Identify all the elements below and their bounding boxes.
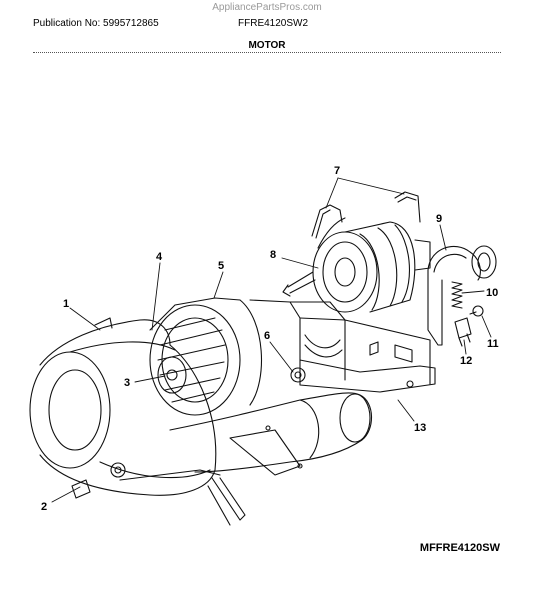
diagram-id: MFFRE4120SW (419, 542, 500, 554)
screw-part (469, 305, 484, 317)
thermostat-part (71, 462, 126, 499)
callout-10: 10 (486, 287, 498, 299)
callout-13: 13 (414, 422, 426, 434)
model-number: FFRE4120SW2 (238, 18, 309, 29)
callout-4: 4 (156, 251, 163, 263)
duct-part (169, 392, 373, 476)
base-bracket-part (249, 299, 436, 393)
switch-part (454, 317, 472, 347)
motor-clip-part (311, 191, 421, 239)
callout-11: 11 (487, 338, 499, 350)
callout-2: 2 (41, 501, 47, 513)
callout-7: 7 (334, 165, 340, 177)
watermark: AppliancePartsPros.com (212, 2, 322, 13)
header-rule (33, 52, 501, 53)
callout-9: 9 (436, 213, 442, 225)
publication-number: Publication No: 5995712865 (33, 18, 159, 29)
blower-housing-part (29, 317, 246, 526)
callout-1: 1 (63, 298, 69, 310)
leader-lines (51, 177, 492, 503)
callout-6: 6 (264, 330, 270, 342)
callout-12: 12 (460, 355, 472, 367)
callout-8: 8 (270, 249, 276, 261)
callout-labels: 1 2 3 4 5 6 7 8 9 10 11 12 13 (41, 165, 499, 513)
callout-5: 5 (218, 260, 224, 272)
idler-bracket-part (427, 245, 497, 346)
fan-wheel-part (149, 297, 263, 416)
spring-part (451, 281, 463, 309)
callout-3: 3 (124, 377, 130, 389)
section-title: MOTOR (248, 40, 286, 51)
motor-part (282, 217, 431, 313)
